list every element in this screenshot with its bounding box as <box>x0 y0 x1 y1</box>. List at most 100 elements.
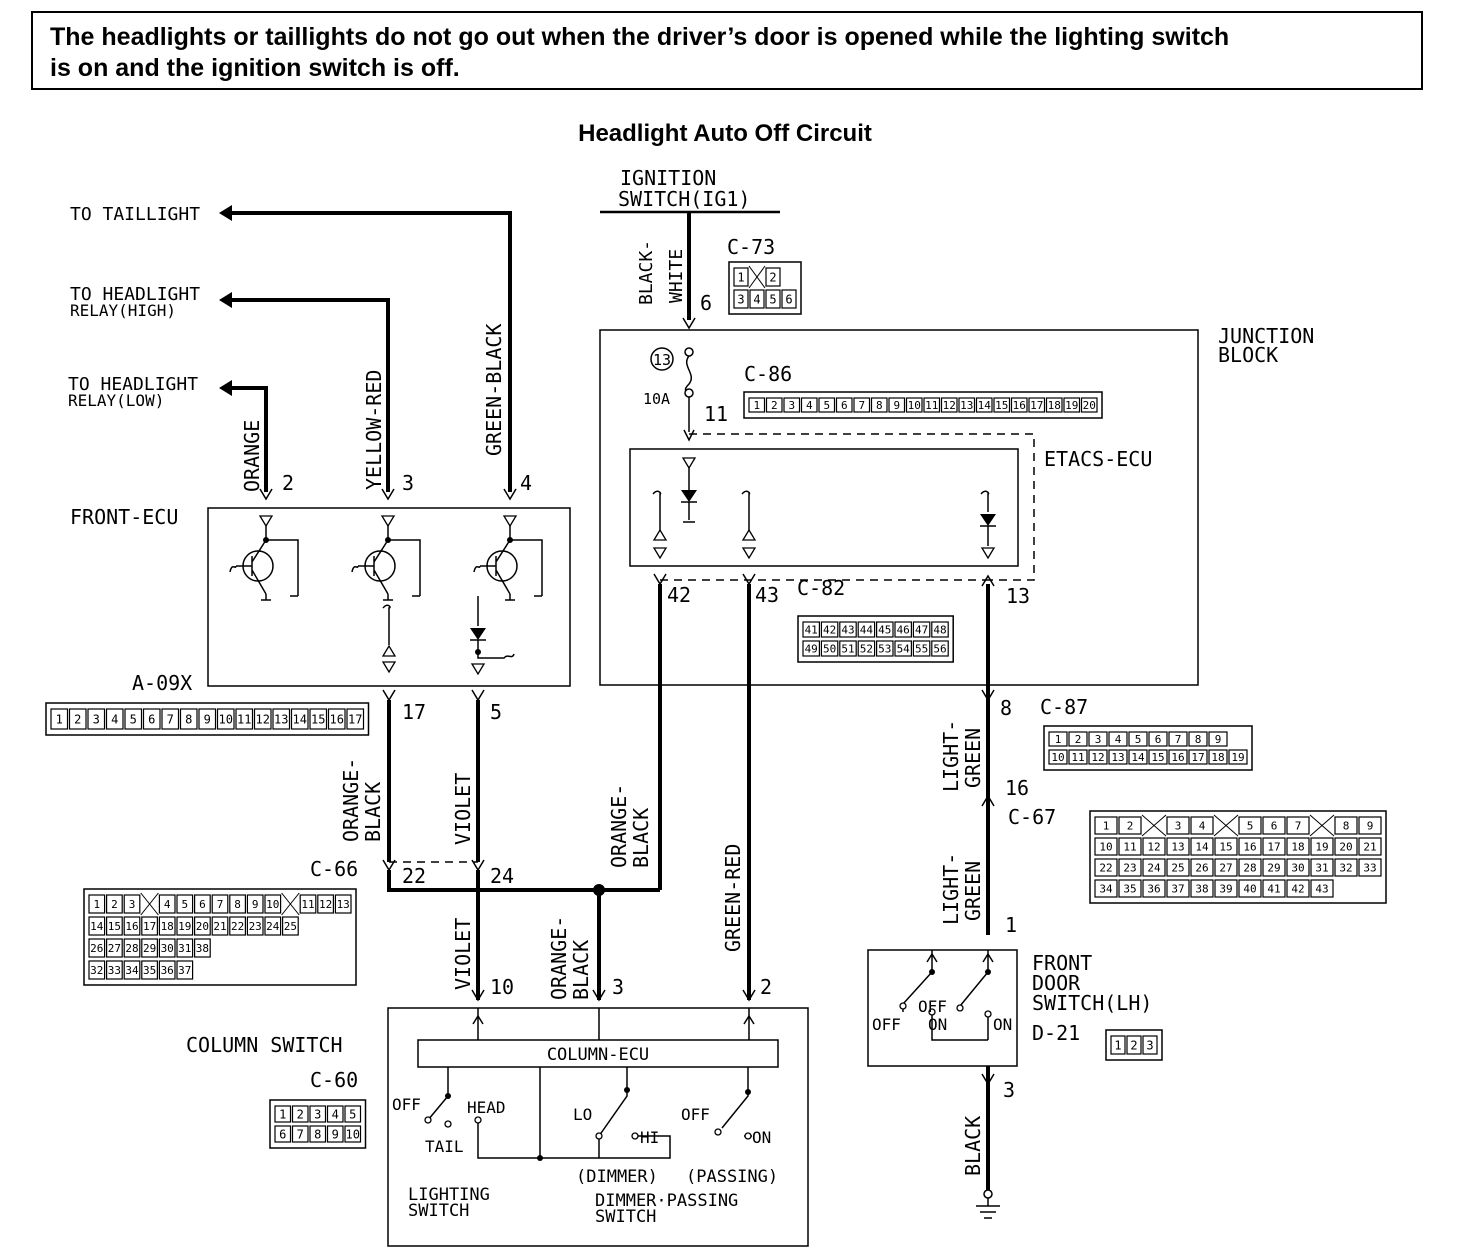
c82-pin-label: 53 <box>878 642 891 655</box>
c66-pin-cell <box>123 894 141 914</box>
door-sw-pivot-1 <box>929 969 935 975</box>
c60-pin-label: 9 <box>332 1127 339 1141</box>
c60-pin-label: 1 <box>279 1107 286 1121</box>
c67-pin-cell <box>1142 879 1166 898</box>
c67-pin-label: 26 <box>1195 861 1208 874</box>
c86-pin-cell <box>853 397 871 413</box>
c82-pin-cell <box>894 621 912 638</box>
c66-pin-cell <box>105 938 123 958</box>
wire-color-light-green-a2: GREEN <box>961 728 985 788</box>
pin-5: 5 <box>490 700 502 724</box>
c86-pin-cell <box>800 397 818 413</box>
ecu-pin5-node <box>475 649 481 655</box>
c66-outline <box>83 888 357 986</box>
ground-symbol <box>976 1198 1000 1219</box>
c67-pin-cell <box>1262 816 1286 835</box>
ignition-label-1: IGNITION <box>620 166 716 190</box>
diagram-title: Headlight Auto Off Circuit <box>578 120 872 147</box>
wire-color-light-green-b1: LIGHT- <box>939 853 963 925</box>
c66-pin-label: 1 <box>93 898 100 911</box>
etacs-pin13-arrow <box>980 547 996 560</box>
dimmer-label-2: SWITCH <box>595 1207 656 1227</box>
c87-pin-label: 1 <box>1055 733 1062 746</box>
c82-pin-label: 42 <box>823 623 836 636</box>
c67-pin-label: 12 <box>1147 840 1160 853</box>
c87-pin-cell <box>1168 749 1188 765</box>
c66-pin-cell <box>158 894 176 914</box>
c73-pin-cell <box>765 289 781 309</box>
c66-pin-label: 31 <box>178 942 191 955</box>
c82-pin-cell <box>820 640 839 657</box>
c67-name: C-67 <box>1008 805 1056 829</box>
c66-blank-cell <box>140 892 159 916</box>
c67-pin-label: 16 <box>1243 840 1256 853</box>
c82-pin-cell <box>931 621 949 638</box>
fuse-number: 13 <box>653 351 671 369</box>
a09x-pin-cell <box>68 708 87 730</box>
c87-pin-cell <box>1048 731 1068 747</box>
c67-pin-cell <box>1214 858 1238 877</box>
pin2-arrow <box>259 488 273 501</box>
c66-pin-label: 18 <box>161 920 174 933</box>
c82-pin-cell <box>875 621 894 638</box>
door-switch-box <box>867 949 1018 1067</box>
c60-outline <box>269 1099 367 1149</box>
a09x-pin-cell <box>124 708 143 730</box>
c66-pin-cell <box>123 960 141 980</box>
c87-pin-cell <box>1128 749 1148 765</box>
c67-pin-label: 17 <box>1267 840 1280 853</box>
c73-pin-label: 5 <box>769 292 776 306</box>
c66-pin-label: 9 <box>252 898 259 911</box>
c82-pin-label: 55 <box>915 642 928 655</box>
transistor-3-leads <box>480 539 515 601</box>
wire-color-orange-black-c2: BLACK <box>569 940 593 1000</box>
wire-color-black: BLACK <box>961 1116 985 1176</box>
c66-pin-cell <box>176 960 194 980</box>
c67-pin-label: 4 <box>1199 819 1206 832</box>
dimmer-paren: (DIMMER) <box>576 1167 658 1187</box>
c82-pin-label: 41 <box>805 623 818 636</box>
lighting-off-contact <box>424 1116 432 1124</box>
c66-pin-label: 8 <box>234 898 241 911</box>
c67-pin-cell <box>1166 816 1190 835</box>
c67-pin-cell <box>1094 837 1118 856</box>
c86-pin-cell <box>975 397 993 413</box>
ecu-output-2-arrow <box>380 515 396 528</box>
column-ecu-label: COLUMN-ECU <box>547 1045 649 1065</box>
c82-pin-label: 45 <box>878 623 891 636</box>
c67-pin-cell <box>1286 858 1310 877</box>
c66-pin-label: 19 <box>178 920 191 933</box>
c86-pin-label: 19 <box>1065 399 1078 412</box>
c67-pin-cell <box>1334 858 1358 877</box>
c67-pin-cell <box>1238 816 1262 835</box>
lighting-label-2: SWITCH <box>408 1201 469 1221</box>
etacs-pin42-inner <box>652 490 662 530</box>
door-switch-arrow-1 <box>926 952 938 963</box>
c86-pin-cell <box>783 397 801 413</box>
c86-pin-label: 20 <box>1083 399 1096 412</box>
c66-pin-cell <box>264 894 282 914</box>
c67-pin-cell <box>1238 879 1262 898</box>
pin4-arrow <box>503 488 517 501</box>
c66-pin-label: 6 <box>199 898 206 911</box>
c66-pin-cell <box>282 916 299 936</box>
sw-head: HEAD <box>467 1098 506 1117</box>
c67-pin-cell <box>1094 858 1118 877</box>
c82-pin-cell <box>839 621 857 638</box>
lighting-tail-contact <box>444 1120 452 1128</box>
a09x-pin-cell <box>309 708 328 730</box>
dimmer-label-1: DIMMER·PASSING <box>595 1191 738 1211</box>
c60-pin-cell <box>291 1125 309 1143</box>
c86-pin-cell <box>1010 397 1028 413</box>
pin-3: 3 <box>402 471 414 495</box>
c86-pin-label: 11 <box>925 399 938 412</box>
c67-pin-label: 19 <box>1315 840 1328 853</box>
fuse-bottom-terminal <box>684 388 694 398</box>
c67-pin-label: 8 <box>1343 819 1350 832</box>
pin-4: 4 <box>520 471 532 495</box>
c86-pin-cell <box>993 397 1011 413</box>
etacs-input-arrow <box>681 457 697 470</box>
c87-pin-label: 2 <box>1075 733 1082 746</box>
